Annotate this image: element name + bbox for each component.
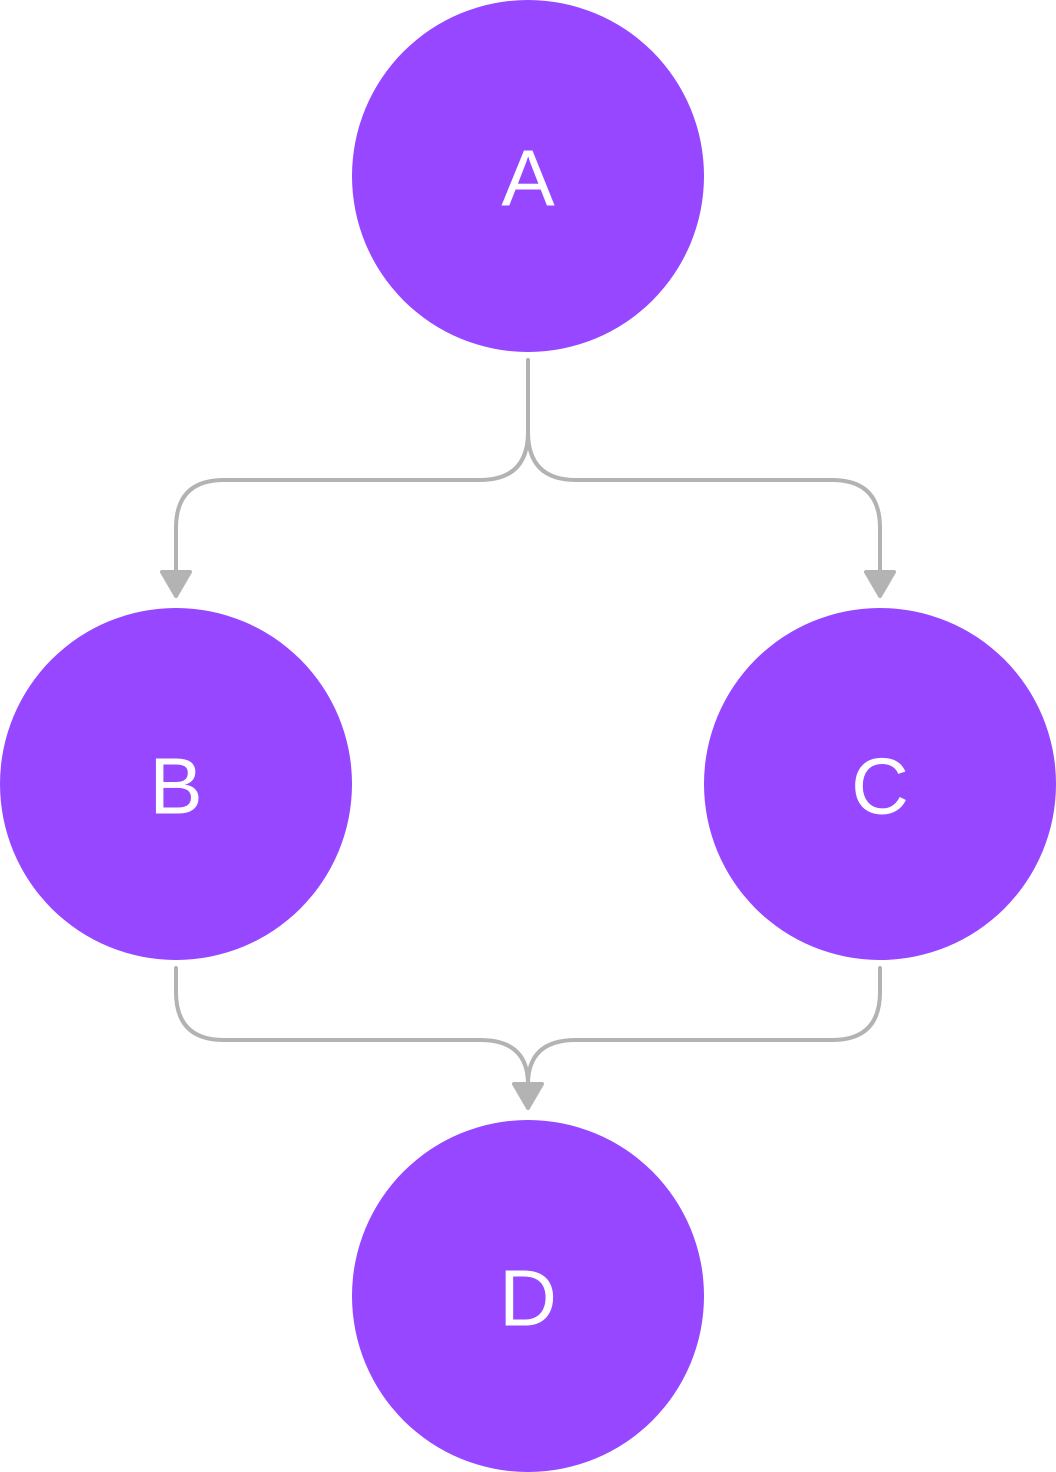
node-a-label: A xyxy=(501,134,555,223)
edge-a-to-b xyxy=(174,358,530,574)
node-c: C xyxy=(704,608,1056,960)
arrowhead-b xyxy=(160,570,192,598)
edge-c-to-d xyxy=(526,966,882,1086)
node-c-circle xyxy=(704,608,1056,960)
node-b-circle xyxy=(0,608,352,960)
node-b: B xyxy=(0,608,352,960)
node-d-circle xyxy=(352,1120,704,1472)
edges-layer xyxy=(160,358,896,1110)
arrowhead-c xyxy=(864,570,896,598)
arrowhead-d xyxy=(512,1082,544,1110)
node-d-label: D xyxy=(499,1254,557,1343)
node-c-label: C xyxy=(851,742,909,831)
node-d: D xyxy=(352,1120,704,1472)
node-b-label: B xyxy=(149,742,202,831)
node-a: A xyxy=(352,0,704,352)
edge-b-to-d xyxy=(174,966,530,1086)
edge-a-to-c xyxy=(526,358,882,574)
node-a-circle xyxy=(352,0,704,352)
